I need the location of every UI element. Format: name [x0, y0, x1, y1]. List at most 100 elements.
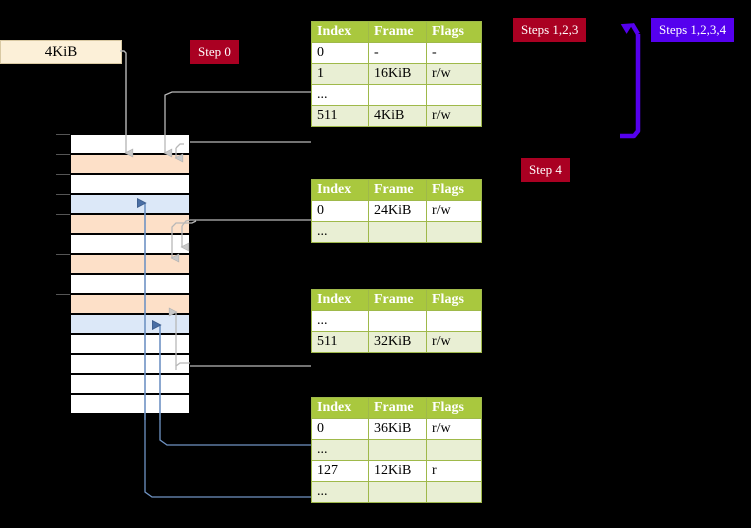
table-cell: ... — [311, 221, 369, 243]
memory-row-tick — [56, 174, 70, 175]
table-cell — [368, 221, 427, 243]
badge-step-0-label: Step 0 — [198, 43, 231, 59]
table-cell: r/w — [426, 200, 482, 222]
table-cell: - — [426, 42, 482, 64]
memory-frame-row — [70, 254, 190, 274]
column-header-flags: Flags — [426, 397, 482, 419]
memory-frame-row — [70, 314, 190, 334]
table-cell — [368, 84, 427, 106]
table-cell: 24KiB — [368, 200, 427, 222]
badge-step-4-label: Step 4 — [529, 161, 562, 177]
column-header-frame: Frame — [368, 289, 427, 311]
memory-frame-row — [70, 234, 190, 254]
table-cell: r/w — [426, 331, 482, 353]
badge-steps-1-2-3-label: Steps 1,2,3 — [521, 21, 579, 37]
frame-size-box: 4KiB — [0, 40, 122, 64]
memory-frame-row — [70, 134, 190, 154]
memory-row-tick — [56, 294, 70, 295]
table-cell — [368, 481, 427, 503]
table-cell — [426, 310, 482, 332]
table-row: ... — [311, 221, 482, 243]
column-header-frame: Frame — [368, 397, 427, 419]
table-cell — [426, 439, 482, 461]
table-cell: r/w — [426, 105, 482, 127]
table-cell: 127 — [311, 460, 369, 482]
table-cell — [368, 439, 427, 461]
memory-row-tick — [56, 134, 70, 135]
column-header-frame: Frame — [368, 21, 427, 43]
memory-row-tick — [56, 254, 70, 255]
table-cell: 12KiB — [368, 460, 427, 482]
badge-step-4: Step 4 — [521, 158, 570, 182]
memory-row-tick — [56, 214, 70, 215]
table-cell: ... — [311, 439, 369, 461]
column-header-flags: Flags — [426, 289, 482, 311]
table-cell: ... — [311, 84, 369, 106]
table-cell — [426, 221, 482, 243]
column-header-index: Index — [311, 21, 369, 43]
wire-memory-to-t2-row0 — [180, 219, 311, 252]
table-cell: ... — [311, 310, 369, 332]
table-cell — [426, 84, 482, 106]
badge-step-0: Step 0 — [190, 40, 239, 64]
table-row: 0-- — [311, 42, 482, 64]
table-cell: 0 — [311, 200, 369, 222]
column-header-index: Index — [311, 397, 369, 419]
column-header-flags: Flags — [426, 21, 482, 43]
arrow-steps-1-2-3-4 — [620, 22, 641, 139]
table-cell: r/w — [426, 63, 482, 85]
wire-memory-to-t3-row511 — [168, 307, 311, 370]
table-cell: ... — [311, 481, 369, 503]
column-header-flags: Flags — [426, 179, 482, 201]
memory-frame-row — [70, 394, 190, 414]
table-cell: 36KiB — [368, 418, 427, 440]
frame-size-label: 4KiB — [44, 43, 78, 60]
column-header-index: Index — [311, 289, 369, 311]
memory-frame-row — [70, 194, 190, 214]
physical-memory-column — [56, 134, 190, 414]
memory-frame-row — [70, 334, 190, 354]
table-cell: r/w — [426, 418, 482, 440]
badge-steps-1-2-3-4: Steps 1,2,3,4 — [651, 18, 735, 42]
memory-frame-row — [70, 274, 190, 294]
table-cell: - — [368, 42, 427, 64]
memory-frame-row — [70, 354, 190, 374]
table-cell: 0 — [311, 418, 369, 440]
memory-row-tick — [56, 154, 70, 155]
table-cell: 511 — [311, 105, 369, 127]
memory-frame-row — [70, 214, 190, 234]
memory-row-tick — [56, 194, 70, 195]
table-cell: r — [426, 460, 482, 482]
table-cell: 16KiB — [368, 63, 427, 85]
table-cell: 32KiB — [368, 331, 427, 353]
memory-frame-row — [70, 154, 190, 174]
memory-frame-row — [70, 174, 190, 194]
badge-steps-1-2-3-4-label: Steps 1,2,3,4 — [659, 21, 727, 37]
table-cell: 1 — [311, 63, 369, 85]
table-cell: 511 — [311, 331, 369, 353]
table-row: ... — [311, 481, 482, 503]
table-cell: 0 — [311, 42, 369, 64]
table-cell: 4KiB — [368, 105, 427, 127]
memory-frame-row — [70, 374, 190, 394]
column-header-index: Index — [311, 179, 369, 201]
column-header-frame: Frame — [368, 179, 427, 201]
table-row: ... — [311, 310, 482, 332]
